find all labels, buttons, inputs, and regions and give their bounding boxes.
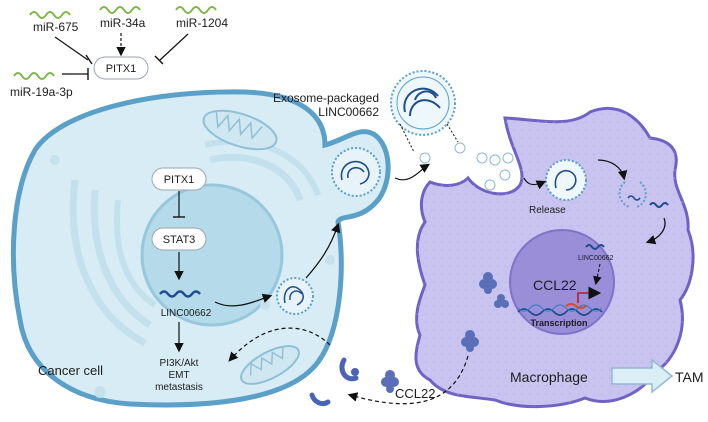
arrow-exosome-release (394, 163, 431, 181)
mirna-squiggle-675 (29, 11, 71, 19)
macrophage-label: Macrophage (510, 369, 588, 385)
arrow-linc-vesicle (214, 293, 273, 307)
er-band-1 (90, 189, 152, 328)
arrow-ccl22-secretion (347, 355, 469, 405)
pitx1-label: PITX1 (164, 174, 195, 186)
ccl22-gene-label: CCL22 (533, 277, 577, 293)
exosome-zoom (390, 70, 456, 136)
dna-helix (517, 303, 603, 316)
exosome-label-line1: Exosome-packaged (273, 91, 379, 105)
arrow-lncrna-gene (593, 263, 602, 286)
release-label: Release (529, 205, 566, 216)
stat3-label: STAT3 (163, 234, 196, 246)
transcription-label: Transcription (530, 318, 587, 328)
ccl22-protein-cluster-1 (479, 272, 497, 294)
released-lncrna (649, 202, 669, 208)
mir19a-label: miR-19a-3p (10, 85, 73, 99)
nuclear-lncrna (585, 244, 605, 250)
ccl22-protein-cluster-2 (494, 294, 509, 308)
mitochondrion-bottom (240, 345, 300, 385)
arrow-lncrna-nucleus (645, 217, 666, 245)
lncrna-squiggle (159, 290, 201, 298)
arrow-receptor-signal (228, 327, 331, 362)
exosome-label-line2: LINC00662 (318, 105, 379, 119)
mirna-squiggle-19a (13, 72, 55, 80)
pitx1-top-label: PITX1 (106, 63, 137, 75)
cancer-cell-label: Cancer cell (38, 363, 103, 378)
polarization-arrow (611, 358, 674, 394)
entering-exosome (545, 159, 587, 201)
mitochondrion-top (202, 109, 278, 151)
inhibit-line-675 (54, 36, 89, 61)
mir34a-label: miR-34a (100, 16, 146, 30)
mir1204-label: miR-1204 (176, 16, 228, 30)
linc-small-label: LINC00662 (578, 255, 614, 262)
macrophage-nucleus (509, 229, 615, 335)
ccl22-receptor-1 (339, 357, 359, 382)
transcription-start-arrow (577, 286, 602, 303)
ccl22-secreted-label: CCL22 (395, 386, 435, 401)
intracellular-vesicle (276, 277, 314, 315)
cancer-nucleus (140, 183, 284, 327)
arrow-vesicle-budding (305, 222, 341, 279)
arrow-release-1 (597, 159, 628, 181)
inhibit-line-1204 (159, 33, 189, 61)
stat3-box (151, 227, 207, 251)
mir675-label: miR-675 (33, 20, 79, 34)
pitx1-box (151, 167, 207, 191)
transit-exosomes (419, 142, 514, 191)
mirna-squiggle-1204 (175, 6, 217, 14)
outcome-3: metastasis (155, 382, 203, 393)
outcome-2: EMT (168, 370, 189, 381)
tam-label: TAM (675, 369, 704, 385)
mirna-squiggle-34a (99, 6, 141, 14)
arrow-into-macrophage (523, 177, 547, 190)
ccl22-secreted-cluster (381, 370, 399, 393)
linc-label: LINC00662 (161, 308, 212, 319)
budding-exosome (331, 147, 381, 197)
outcome-1: PI3K/Akt (160, 358, 199, 369)
ccl22-protein-cluster-3 (461, 330, 479, 352)
ccl22-receptor-2 (309, 392, 331, 407)
pitx1-top-box (93, 56, 149, 80)
opened-vesicle (618, 181, 647, 208)
